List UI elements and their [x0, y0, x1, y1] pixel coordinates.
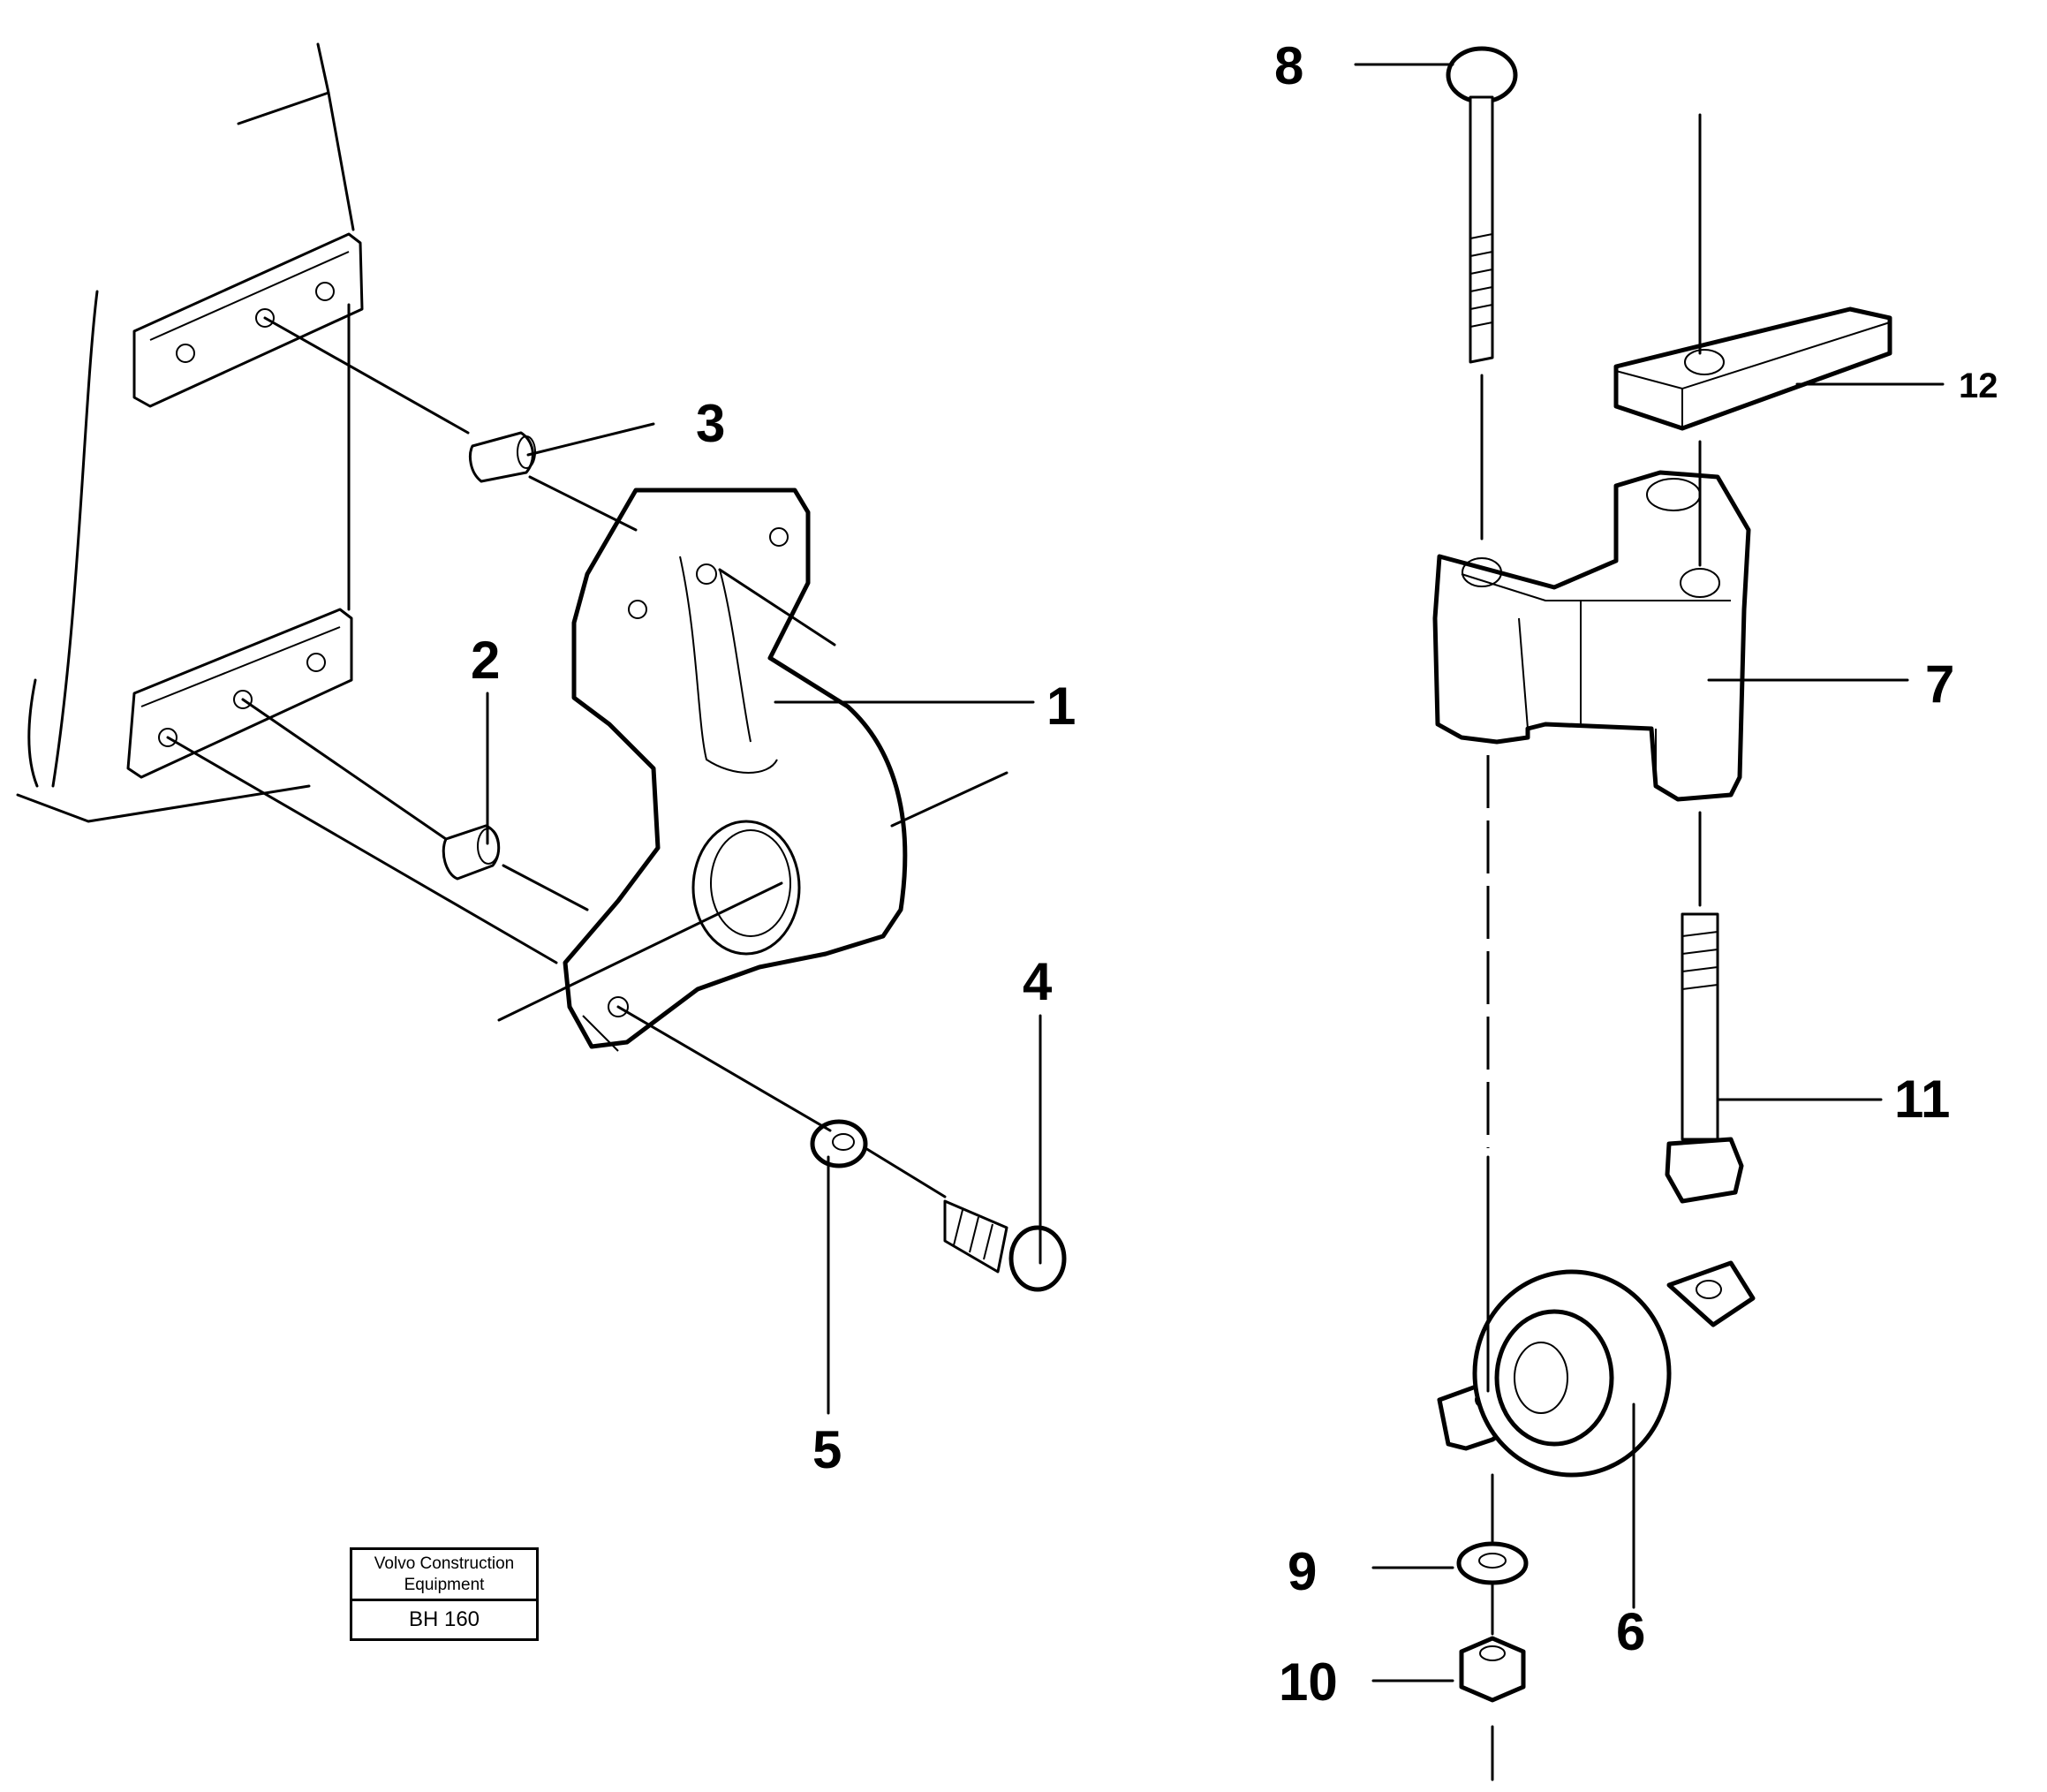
bracket-part-1 — [563, 488, 908, 1052]
callout-11: 11 — [1894, 1070, 1950, 1129]
callout-3: 3 — [696, 394, 725, 453]
washer-part-9 — [1456, 1541, 1529, 1585]
callout-5: 5 — [812, 1420, 842, 1479]
stamp-company-line2: Equipment — [404, 1576, 485, 1594]
callout-6: 6 — [1616, 1602, 1645, 1661]
right-leader-lines — [1354, 63, 1945, 1682]
callout-9: 9 — [1288, 1542, 1317, 1601]
bolt-part-8 — [1446, 46, 1518, 364]
nut-part-10 — [1459, 1636, 1526, 1703]
rubber-mount-part-6 — [1437, 1260, 1756, 1478]
callout-12: 12 — [1959, 367, 1998, 405]
title-block-stamp: Volvo Construction Equipment BH 160 — [350, 1547, 539, 1641]
mount-bracket-part-7 — [1432, 470, 1751, 802]
callout-7: 7 — [1925, 654, 1954, 714]
bolt-part-4 — [943, 1199, 1067, 1292]
bolt-part-11 — [1665, 912, 1744, 1204]
callout-8: 8 — [1274, 36, 1303, 95]
dowel-pin-part-3 — [469, 431, 536, 483]
callout-labels: 1 2 3 4 5 6 7 8 9 10 11 12 — [471, 36, 1998, 1712]
callout-2: 2 — [471, 631, 500, 690]
frame-section — [16, 42, 364, 823]
right-assembly-lines — [1480, 113, 1702, 1781]
stamp-company: Volvo Construction Equipment — [352, 1550, 536, 1601]
washer-part-5 — [810, 1119, 868, 1168]
dowel-pin-part-2 — [442, 824, 501, 881]
callout-1: 1 — [1046, 677, 1076, 736]
stamp-code: BH 160 — [408, 1607, 480, 1631]
left-assembly-lines — [166, 316, 1008, 1198]
callout-10: 10 — [1279, 1652, 1338, 1712]
stamp-company-line1: Volvo Construction — [374, 1554, 515, 1573]
plate-part-12 — [1613, 306, 1892, 431]
callout-4: 4 — [1023, 952, 1053, 1011]
left-leader-lines — [486, 422, 1042, 1415]
